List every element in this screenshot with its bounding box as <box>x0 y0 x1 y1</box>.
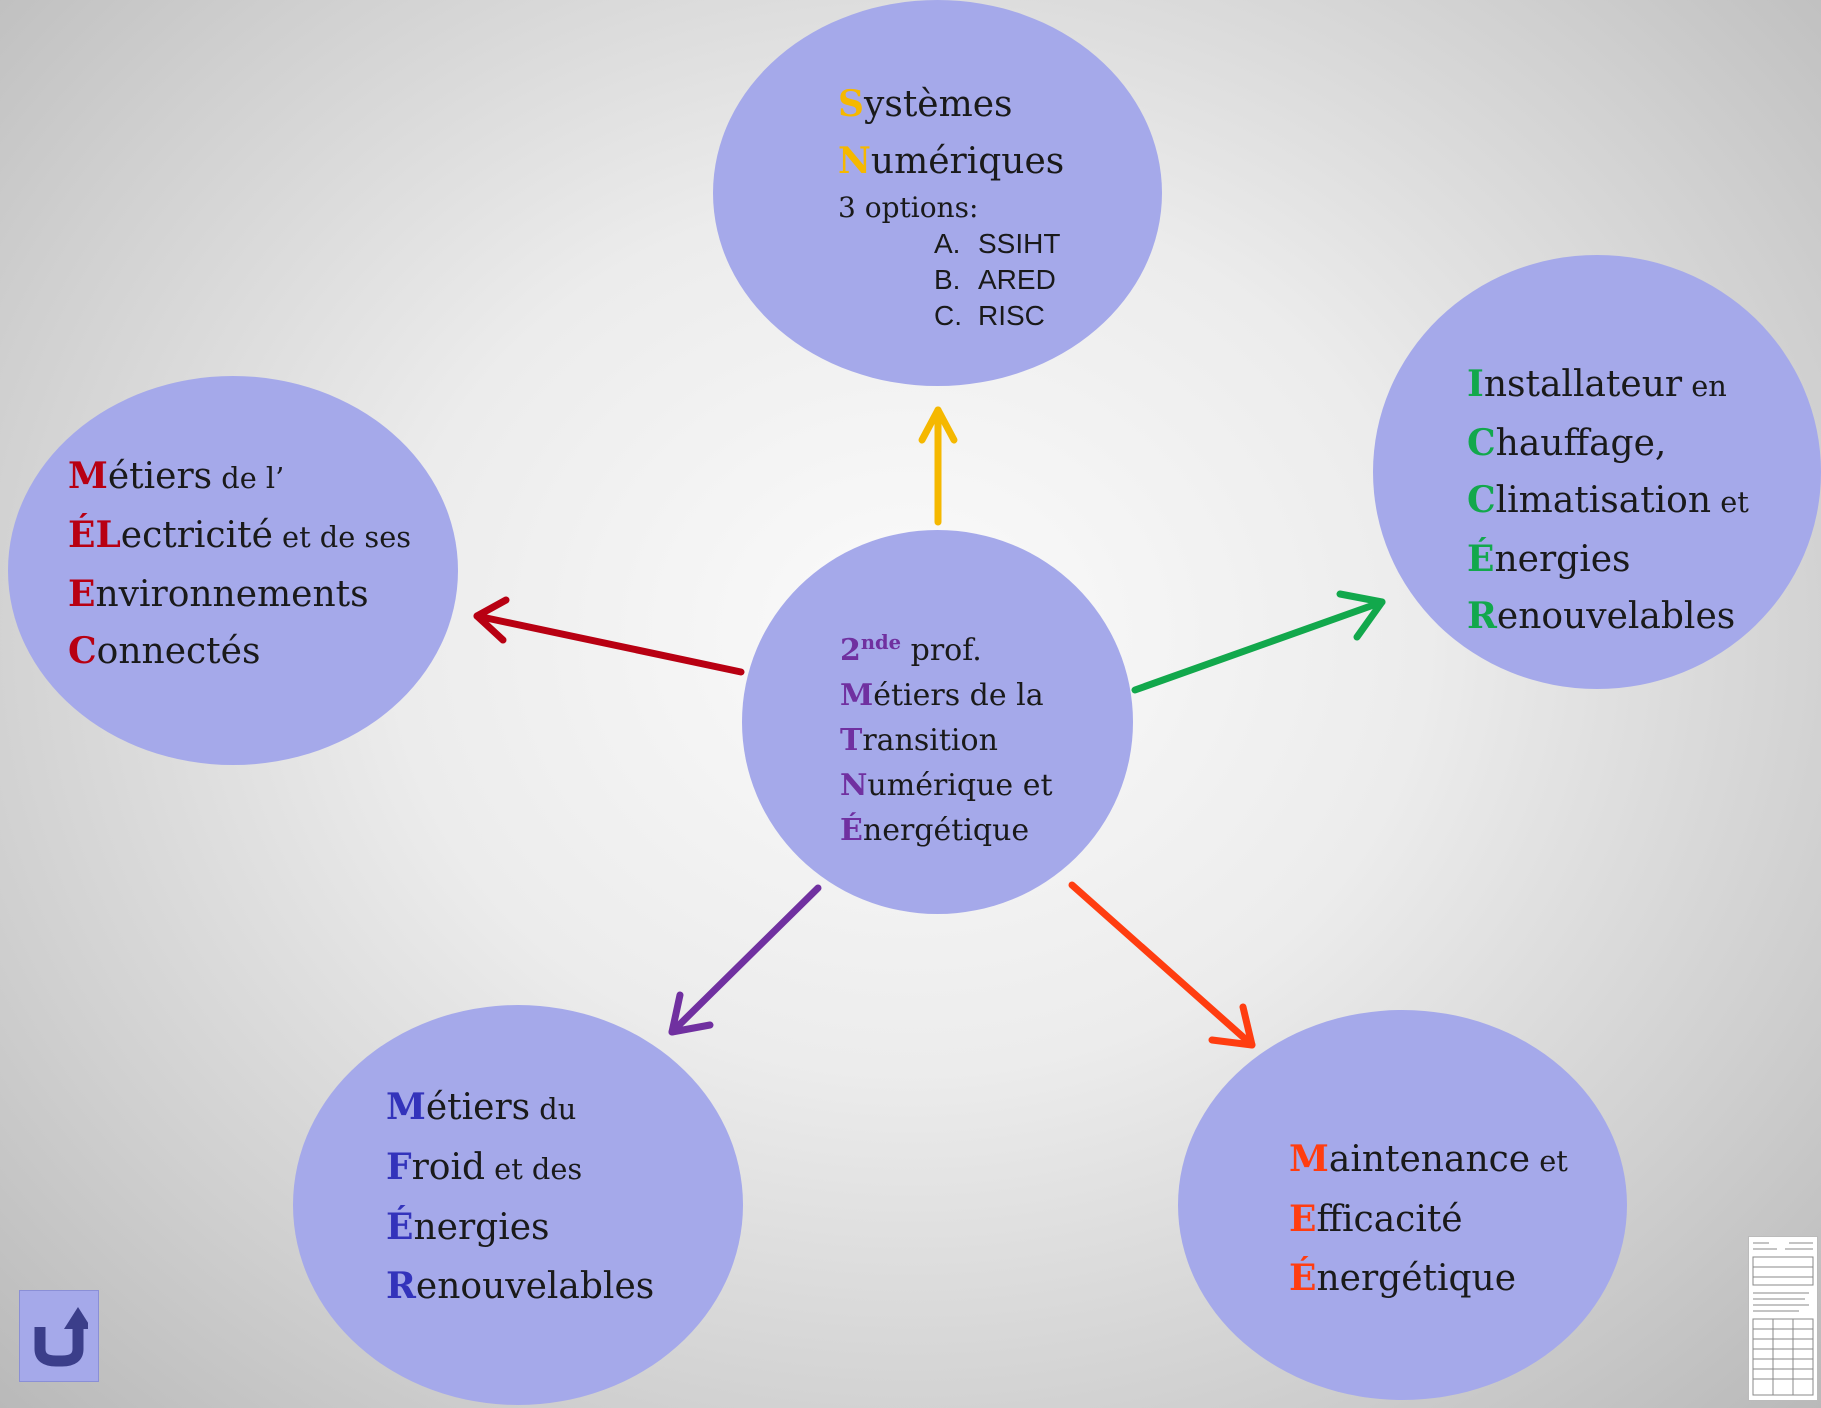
bubble-mfer-text: Métiers du Froid et des Énergies Renouve… <box>386 1086 655 1307</box>
arrow-to-top <box>918 406 958 526</box>
bubble-systemes-numeriques <box>713 0 1162 386</box>
bubble-melec <box>8 376 458 765</box>
bubble-center-mtne <box>742 530 1133 914</box>
document-thumbnail-icon <box>1752 1242 1814 1396</box>
document-thumbnail[interactable] <box>1748 1236 1818 1401</box>
bubble-mee-text: Maintenance et Efficacité Énergétique <box>1289 1138 1568 1299</box>
arrow-to-bottom-left <box>668 884 822 1036</box>
option-item: A.SSIHT <box>934 228 1061 259</box>
arrow-to-bottom-right <box>1068 881 1256 1049</box>
arrow-to-left <box>473 596 745 676</box>
return-button[interactable] <box>19 1290 99 1382</box>
options-label: 3 options: <box>838 191 979 224</box>
bubble-icccer <box>1373 255 1821 689</box>
bubble-systemes-numeriques-text: Systèmes Numériques 3 options: A.SSIHT B… <box>838 76 1064 334</box>
return-up-arrow-icon <box>34 1307 88 1367</box>
bubble-mee <box>1178 1010 1627 1400</box>
option-item: C.RISC <box>934 300 1045 331</box>
bubble-melec-text: Métiers de l’ ÉLectricité et de ses Envi… <box>68 455 412 672</box>
arrow-to-right <box>1131 590 1386 694</box>
option-item: B.ARED <box>934 264 1056 295</box>
options-list: A.SSIHT B.ARED C.RISC <box>838 226 1064 334</box>
bubble-center-mtne-text: 2nde prof. Métiers de la Transition Numé… <box>840 631 1053 848</box>
bubble-icccer-text: Installateur en Chauffage, Climatisation… <box>1467 363 1749 637</box>
bubble-mfer <box>293 1005 743 1405</box>
